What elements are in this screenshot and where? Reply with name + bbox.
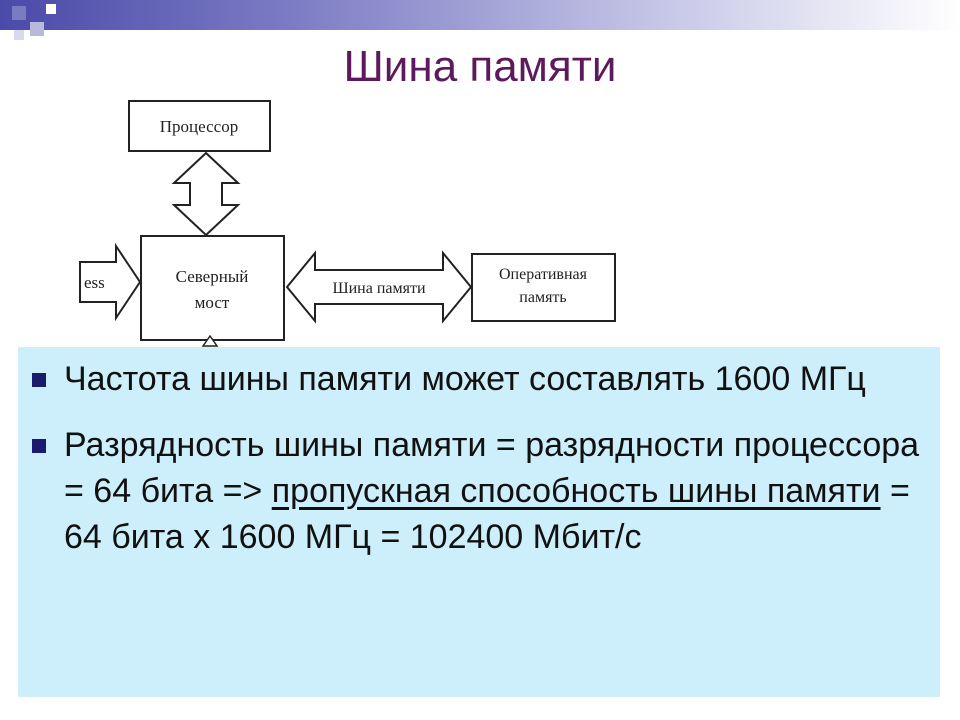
left-arrow-label: ess — [84, 273, 105, 292]
bottom-arrow-tip — [201, 334, 219, 347]
ram-label-2: память — [519, 289, 566, 306]
bullet-square-icon — [32, 373, 46, 387]
bus-diagram: Процессор Северный мост ess Шина памяти … — [79, 100, 616, 347]
decor-square — [14, 30, 24, 40]
bullet-item: Разрядность шины памяти = разрядности пр… — [28, 422, 938, 560]
bullet-text-2-prefix: Разрядность шины памяти = разрядности пр… — [64, 426, 920, 510]
memory-bus-label: Шина памяти — [332, 280, 426, 297]
bullet-item: Частота шины памяти может составлять 160… — [28, 356, 938, 402]
north-bridge-label-2: мост — [195, 293, 230, 312]
bullet-text-2-underlined: пропускная способность шины памяти — [271, 472, 881, 510]
processor-label: Процессор — [160, 117, 238, 136]
bullet-text-1: Частота шины памяти может составлять 160… — [64, 360, 866, 398]
decor-square — [30, 22, 44, 36]
north-bridge-box — [140, 235, 285, 341]
slide-title: Шина памяти — [343, 42, 617, 91]
bullet-list: Частота шины памяти может составлять 160… — [28, 356, 938, 580]
processor-box — [128, 100, 271, 152]
left-incoming-arrow — [79, 242, 142, 322]
ram-box — [471, 253, 616, 322]
content-panel — [18, 347, 940, 697]
bullet-text-2-suffix: = 64 бита х 1600 МГц = 102400 Мбит/с — [64, 472, 910, 556]
vertical-double-arrow — [171, 151, 241, 237]
decor-square — [12, 6, 26, 20]
header-band — [0, 0, 960, 30]
bullet-square-icon — [32, 439, 46, 453]
decor-square — [46, 4, 56, 14]
ram-label-1: Оперативная — [499, 266, 588, 283]
north-bridge-label-1: Северный — [176, 267, 249, 286]
